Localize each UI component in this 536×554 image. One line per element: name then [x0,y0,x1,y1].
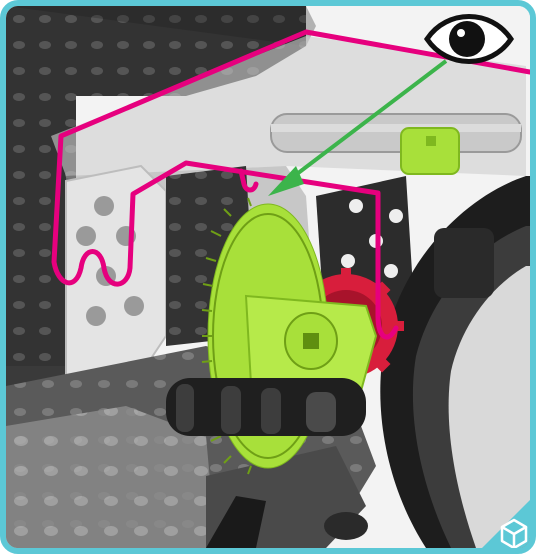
gear-assembly-illustration [6,6,530,548]
axle-collar [401,128,459,174]
3d-box-icon [476,494,536,554]
gear-hub [246,296,376,391]
eye-icon [427,17,511,62]
front-black-axle [166,378,366,436]
